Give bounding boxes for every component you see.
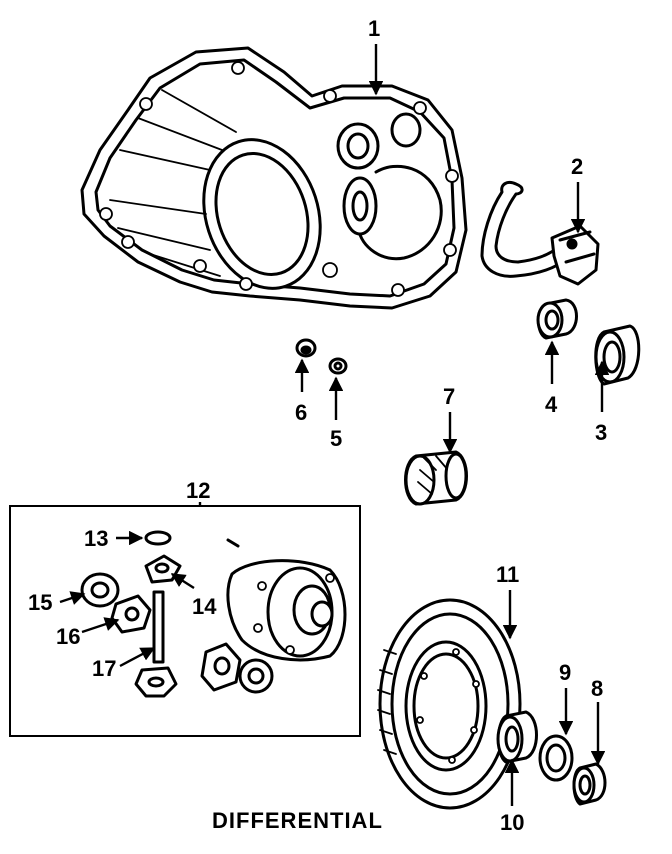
callout-15: 15	[28, 590, 52, 615]
side-gear-part-14[interactable]	[144, 554, 182, 584]
bearing-part-10[interactable]	[496, 710, 538, 764]
washer-part-15[interactable]	[80, 572, 120, 608]
callout-4: 4	[545, 392, 558, 417]
callout-14: 14	[192, 594, 217, 619]
differential-assembly-box	[9, 505, 361, 737]
bracket-part[interactable]	[480, 180, 600, 286]
differential-case[interactable]	[226, 538, 347, 662]
callout-16: 16	[56, 624, 80, 649]
callout-12: 12	[186, 478, 210, 503]
transaxle-case-part[interactable]	[80, 46, 468, 310]
pinion-gear-part-16[interactable]	[110, 594, 152, 634]
plug-part-6[interactable]	[295, 338, 317, 358]
speedometer-gear-part-7[interactable]	[404, 450, 468, 506]
callout-3: 3	[595, 420, 607, 445]
callout-5: 5	[330, 426, 342, 451]
callout-11: 11	[496, 562, 519, 587]
diagram-title: DIFFERENTIAL	[212, 808, 383, 833]
callout-2: 2	[571, 154, 583, 179]
callout-13: 13	[84, 526, 108, 551]
thrust-washer-part-13[interactable]	[144, 530, 172, 546]
ring-gear-part-11[interactable]	[377, 598, 522, 810]
callout-1: 1	[368, 16, 380, 41]
callout-17: 17	[92, 656, 116, 681]
callout-7: 7	[443, 384, 455, 409]
pinion-gear-lower[interactable]	[134, 666, 178, 698]
pinion-shaft-part-17[interactable]	[152, 590, 165, 664]
shim-part-9[interactable]	[538, 734, 574, 782]
bearing-race-part-8[interactable]	[572, 762, 607, 806]
callout-8: 8	[591, 676, 603, 701]
leader-lines	[59, 44, 610, 806]
callout-10: 10	[500, 810, 524, 835]
callout-6: 6	[295, 400, 307, 425]
washer-part-5[interactable]	[328, 357, 348, 375]
callout-9: 9	[559, 660, 571, 685]
seal-part-4[interactable]	[536, 298, 578, 340]
side-gear-lower[interactable]	[200, 642, 274, 694]
callout-labels: 1 2 3 4 5 6 7 8 9 10 11 12 13 14 15 16 1…	[28, 16, 607, 835]
